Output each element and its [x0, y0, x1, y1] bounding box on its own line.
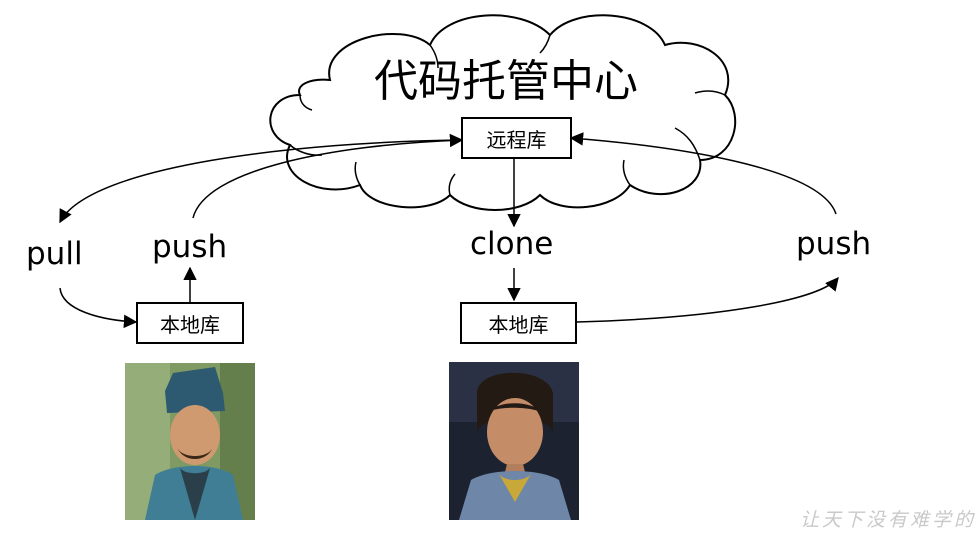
left-push-arrow: [192, 133, 464, 219]
cloud-inner-curve: [299, 94, 313, 111]
pull-to-local-arrow: [59, 287, 138, 329]
cloud-title: 代码托管中心: [374, 56, 638, 107]
left-local-repo-box: 本地库: [136, 302, 244, 344]
left-character-photo: [125, 363, 255, 520]
right-push-to-remote-arrow: [569, 132, 837, 215]
remote-repo-box: 远程库: [461, 117, 572, 159]
clone-label: clone: [470, 226, 554, 262]
right-local-repo-box: 本地库: [460, 302, 577, 344]
watermark-text: 让天下没有难学的: [799, 509, 976, 531]
cloud-inner-curve: [448, 173, 456, 196]
right-local-to-push-arrow: [576, 276, 839, 323]
right-push-label: push: [796, 226, 872, 262]
cloud-shape: [269, 14, 737, 211]
cloud-inner-curve: [622, 159, 631, 186]
cloud-inner-curve: [429, 44, 439, 69]
pull-label: pull: [26, 236, 83, 272]
left-push-label: push: [152, 229, 228, 265]
cloud-inner-curve: [674, 127, 701, 161]
right-character-photo: [449, 362, 579, 520]
pull-arrow: [59, 139, 463, 224]
cloud-inner-curve: [354, 161, 361, 186]
cloud-inner-curve: [694, 90, 726, 96]
cloud-inner-curve: [539, 34, 551, 54]
